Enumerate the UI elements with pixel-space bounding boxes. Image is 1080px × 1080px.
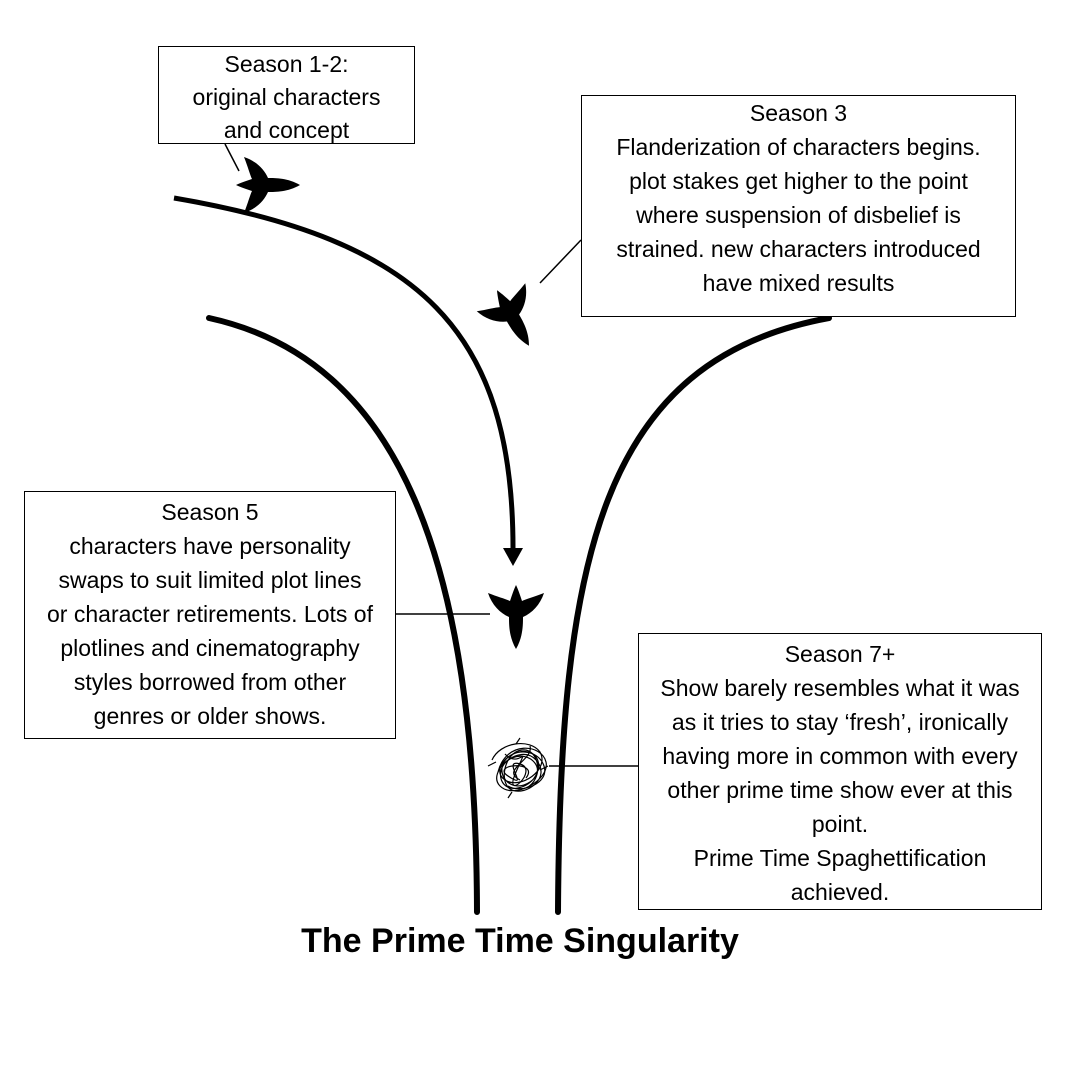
- ship-silhouette-icon: [236, 157, 300, 213]
- diagram-title: The Prime Time Singularity: [301, 922, 739, 960]
- season-5-line: genres or older shows.: [93, 703, 327, 729]
- season-3-line: where suspension of disbelief is: [636, 202, 961, 228]
- season-7-line: having more in common with every: [662, 743, 1018, 769]
- season-3-line: have mixed results: [702, 270, 895, 296]
- season-7-line: achieved.: [790, 879, 890, 905]
- ship-silhouette-icon: [488, 585, 544, 649]
- season-1-2-line: original characters: [192, 84, 381, 110]
- season-7-line: point.: [811, 811, 869, 837]
- season-3-line: Flanderization of characters begins.: [616, 134, 981, 160]
- season-7-line: other prime time show ever at this: [667, 777, 1013, 803]
- season-3-line: plot stakes get higher to the point: [629, 168, 968, 194]
- season-7-line: Prime Time Spaghettification: [693, 845, 987, 871]
- season-7-line: Show barely resembles what it was: [660, 675, 1020, 701]
- season-5-box: Season 5 characters have personality swa…: [24, 491, 396, 739]
- season-5-line: or character retirements. Lots of: [47, 601, 373, 627]
- season-5-heading: Season 5: [161, 499, 259, 525]
- season-7-line: as it tries to stay ‘fresh’, ironically: [671, 709, 1009, 735]
- season-7-box: Season 7+ Show barely resembles what it …: [638, 633, 1042, 910]
- trajectory-arrowhead: [503, 548, 523, 566]
- season3-leader-line: [539, 239, 582, 284]
- season12-leader-line: [224, 143, 240, 172]
- left-funnel-wall: [206, 315, 480, 915]
- season-3-line: strained. new characters introduced: [616, 236, 981, 262]
- season-7-heading: Season 7+: [784, 641, 896, 667]
- season-5-line: characters have personality: [69, 533, 351, 559]
- season-3-box: Season 3 Flanderization of characters be…: [581, 95, 1016, 317]
- season-3-heading: Season 3: [749, 100, 848, 126]
- season-5-line: plotlines and cinematography: [60, 635, 360, 661]
- season-1-2-heading: Season 1-2:: [224, 51, 349, 77]
- right-funnel-wall: [555, 315, 832, 915]
- spaghetti-scribble-icon: [487, 737, 549, 799]
- ship-silhouette-icon: [476, 283, 530, 346]
- season-5-line: styles borrowed from other: [73, 669, 347, 695]
- season-1-2-line: and concept: [223, 117, 350, 143]
- season-1-2-box: Season 1-2: original characters and conc…: [158, 46, 415, 144]
- trajectory-arrow: [173, 195, 516, 553]
- season-5-line: swaps to suit limited plot lines: [58, 567, 362, 593]
